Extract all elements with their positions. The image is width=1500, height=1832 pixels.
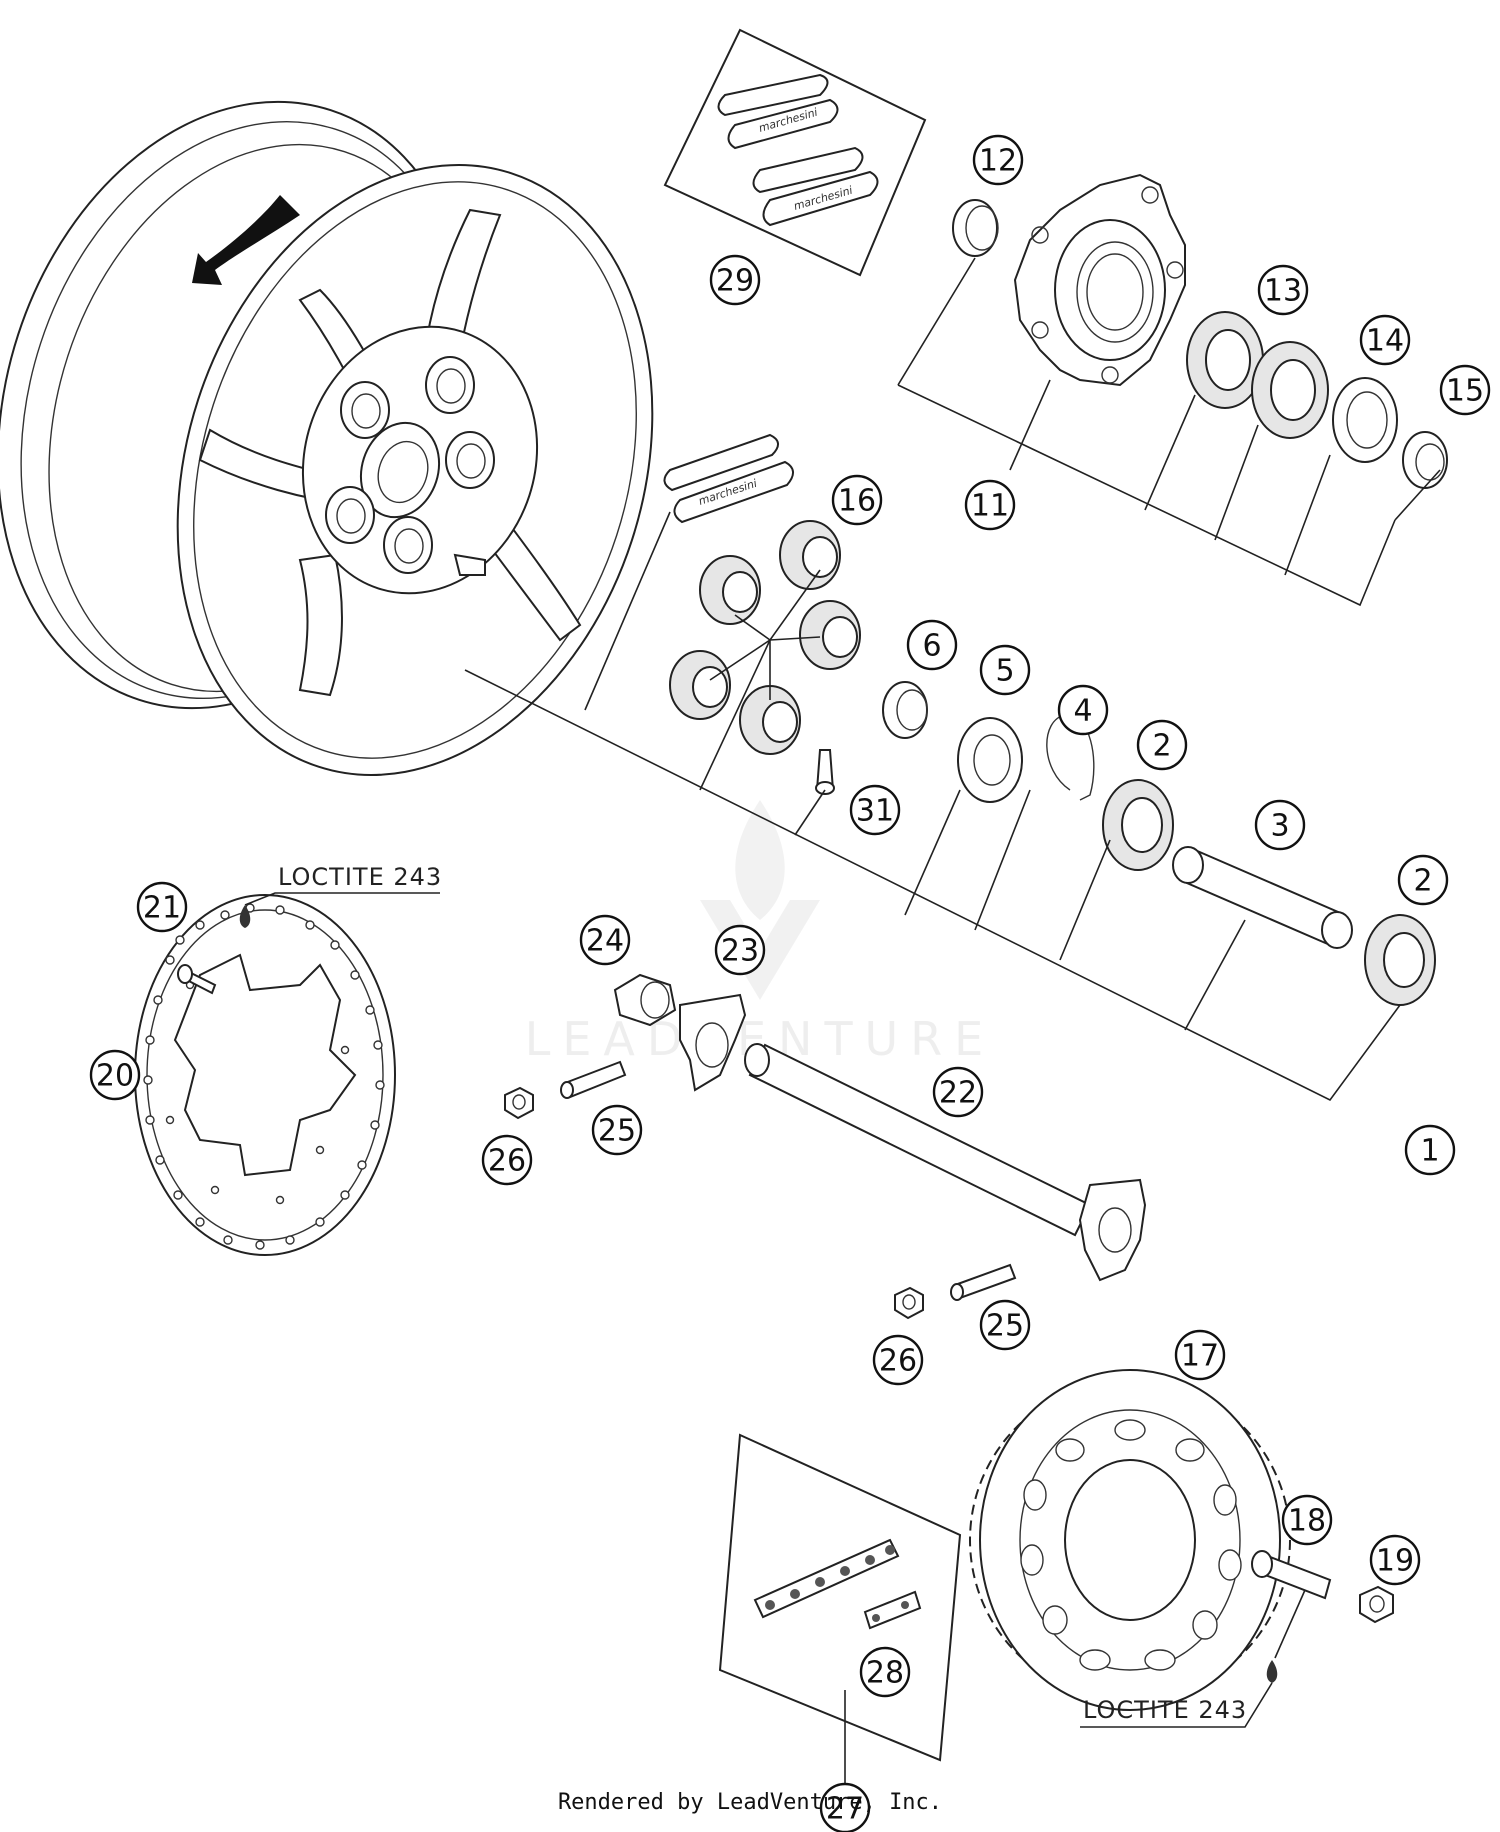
svg-text:18: 18 bbox=[1288, 1504, 1326, 1539]
callout-13: 13 bbox=[1257, 264, 1309, 316]
rotation-arrow-icon bbox=[192, 195, 300, 285]
callout-3: 3 bbox=[1254, 799, 1306, 851]
svg-text:2: 2 bbox=[1152, 729, 1171, 764]
loctite-note-disc: LOCTITE 243 bbox=[278, 863, 442, 891]
brake-disc: LOCTITE 243 bbox=[134, 863, 442, 1256]
svg-text:6: 6 bbox=[922, 629, 941, 664]
svg-text:29: 29 bbox=[716, 264, 754, 299]
svg-text:22: 22 bbox=[939, 1076, 977, 1111]
svg-text:2: 2 bbox=[1413, 864, 1432, 899]
callout-21: 21 bbox=[136, 881, 188, 933]
callout-14: 14 bbox=[1359, 314, 1411, 366]
callout-27: 27 bbox=[819, 1782, 871, 1832]
svg-text:19: 19 bbox=[1376, 1544, 1414, 1579]
callout-20: 20 bbox=[89, 1049, 141, 1101]
svg-text:20: 20 bbox=[96, 1059, 134, 1094]
svg-text:15: 15 bbox=[1446, 374, 1484, 409]
rear-wheel bbox=[0, 100, 654, 776]
callout-22: 22 bbox=[932, 1066, 984, 1118]
callout-16: 16 bbox=[831, 474, 883, 526]
callout-23: 23 bbox=[714, 924, 766, 976]
callout-11: 11 bbox=[964, 479, 1016, 531]
callout-2a: 2 bbox=[1136, 719, 1188, 771]
hub-dampers bbox=[669, 520, 861, 791]
svg-text:13: 13 bbox=[1264, 274, 1302, 309]
callout-26b: 26 bbox=[872, 1334, 924, 1386]
axle-assembly bbox=[504, 973, 1147, 1320]
svg-text:24: 24 bbox=[586, 924, 624, 959]
svg-text:26: 26 bbox=[879, 1344, 917, 1379]
rim-decals: marchesini bbox=[663, 433, 794, 524]
svg-text:26: 26 bbox=[488, 1144, 526, 1179]
svg-text:3: 3 bbox=[1270, 809, 1289, 844]
svg-text:5: 5 bbox=[995, 654, 1014, 689]
axle-parts bbox=[464, 511, 1436, 1102]
callout-31: 31 bbox=[849, 784, 901, 836]
svg-text:31: 31 bbox=[856, 794, 894, 829]
svg-text:25: 25 bbox=[598, 1114, 636, 1149]
callout-28: 28 bbox=[859, 1646, 911, 1698]
svg-text:14: 14 bbox=[1366, 324, 1404, 359]
sprocket-carrier-group bbox=[897, 173, 1448, 607]
svg-text:28: 28 bbox=[866, 1656, 904, 1691]
loctite-note-sprocket: LOCTITE 243 bbox=[1083, 1696, 1247, 1724]
chain-kit bbox=[718, 1433, 962, 1785]
callout-12: 12 bbox=[972, 134, 1024, 186]
callout-15: 15 bbox=[1439, 364, 1491, 416]
callout-24: 24 bbox=[579, 914, 631, 966]
svg-text:25: 25 bbox=[986, 1309, 1024, 1344]
svg-text:21: 21 bbox=[143, 891, 181, 926]
callout-labels: 1 2 2 3 4 5 6 11 12 13 14 15 16 17 18 19… bbox=[89, 134, 1491, 1832]
svg-text:23: 23 bbox=[721, 934, 759, 969]
loctite-drop-icon-disc bbox=[239, 905, 251, 928]
callout-25a: 25 bbox=[591, 1104, 643, 1156]
svg-text:4: 4 bbox=[1073, 694, 1092, 729]
svg-text:12: 12 bbox=[979, 144, 1017, 179]
callout-1: 1 bbox=[1404, 1124, 1456, 1176]
callout-6: 6 bbox=[906, 619, 958, 671]
callout-2b: 2 bbox=[1397, 854, 1449, 906]
rear-sprocket: LOCTITE 243 bbox=[969, 1369, 1394, 1728]
svg-text:17: 17 bbox=[1181, 1339, 1219, 1374]
callout-26a: 26 bbox=[481, 1134, 533, 1186]
svg-text:27: 27 bbox=[826, 1792, 864, 1827]
callout-19: 19 bbox=[1369, 1534, 1421, 1586]
callout-17: 17 bbox=[1174, 1329, 1226, 1381]
callout-29: 29 bbox=[709, 254, 761, 306]
callout-4: 4 bbox=[1057, 684, 1109, 736]
callout-18: 18 bbox=[1281, 1494, 1333, 1546]
loctite-drop-icon-sprocket bbox=[1266, 1660, 1278, 1683]
svg-text:1: 1 bbox=[1420, 1134, 1439, 1169]
footer-credit: Rendered by LeadVenture, Inc. bbox=[557, 1790, 943, 1815]
callout-5: 5 bbox=[979, 644, 1031, 696]
callout-25b: 25 bbox=[979, 1299, 1031, 1351]
svg-text:11: 11 bbox=[971, 489, 1009, 524]
decal-sheet: marchesini marchesini bbox=[663, 28, 927, 277]
svg-text:16: 16 bbox=[838, 484, 876, 519]
